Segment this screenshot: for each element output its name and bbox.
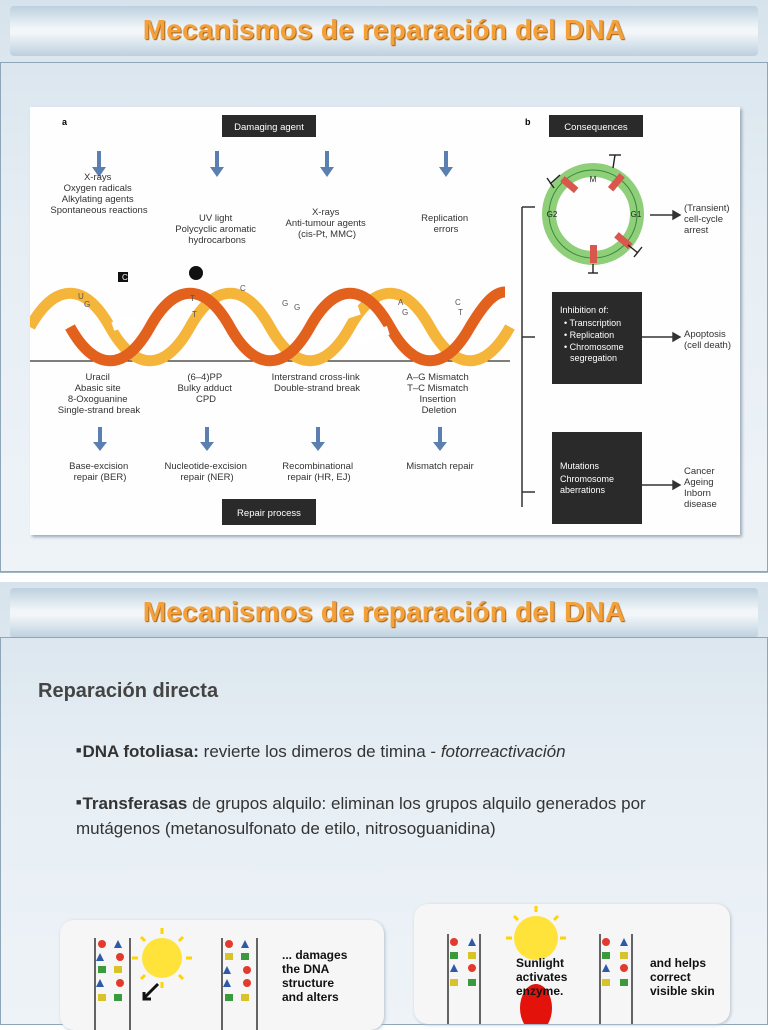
- dna-ladder-illustration: [94, 928, 258, 1030]
- slide-1: Mecanismos de reparación del DNA a b Dam…: [0, 0, 768, 573]
- damaging-agent-label: Damaging agent: [234, 122, 304, 133]
- bracket: [521, 206, 535, 507]
- dna-damage-figure: a b Damaging agent Consequences X-rays O…: [30, 107, 740, 535]
- repair-group-4: Mismatch repair: [406, 461, 474, 472]
- svg-text:C: C: [122, 273, 128, 282]
- photolyase-illustration: [447, 906, 633, 1024]
- dna-strand-orange: [65, 286, 506, 367]
- agent-group-2: UV light Polycyclic aromatic hydrocarbon…: [175, 213, 258, 246]
- title-bar: [10, 588, 758, 638]
- arrow-down-icon: [210, 151, 224, 177]
- slide-title: Mecanismos de reparación del DNA: [142, 14, 626, 45]
- panel2-caption-a: Sunlight activates enzyme.: [516, 956, 568, 998]
- inhibition-box: [552, 292, 642, 384]
- svg-text:C: C: [240, 284, 246, 293]
- bullet-marker-icon: ■: [76, 797, 82, 807]
- arrow-down-icon: [92, 151, 106, 177]
- adduct-marker: [189, 266, 203, 280]
- slide-title: Mecanismos de reparación del DNA: [142, 596, 626, 627]
- svg-text:A: A: [398, 298, 404, 307]
- arrow-down-icon: [311, 427, 325, 451]
- agent-group-1: X-rays Oxygen radicals Alkylating agents…: [50, 172, 147, 216]
- arrow-down-icon: [93, 427, 107, 451]
- cell-cycle-diagram: M G1 S G2: [542, 154, 644, 274]
- inhibition-text: Inhibition of: • Transcription • Replica…: [560, 305, 626, 363]
- svg-text:G: G: [294, 303, 300, 312]
- lesion-group-1: Uracil Abasic site 8-Oxoguanine Single-s…: [58, 372, 141, 416]
- repair-process-label: Repair process: [237, 508, 301, 519]
- agent-group-4: Replication errors: [421, 213, 471, 235]
- lesion-group-2: (6–4)PP Bulky adduct CPD: [177, 372, 234, 405]
- svg-text:G2: G2: [547, 210, 558, 219]
- sun-icon: [506, 906, 566, 960]
- bullet-photolyase: ■DNA fotoliasa: revierte los dimeros de …: [76, 742, 566, 761]
- slide-2: Mecanismos de reparación del DNA Reparac…: [0, 582, 768, 1030]
- sun-icon: [132, 928, 192, 988]
- illustration-panel-1: ... damages the DNA structure and alters: [60, 920, 384, 1030]
- repair-arrows: [93, 427, 447, 451]
- svg-text:M: M: [590, 175, 597, 184]
- svg-text:G: G: [84, 300, 90, 309]
- panel-a-label: a: [62, 117, 68, 127]
- damaging-agent-box: [222, 115, 316, 137]
- enzyme-shape: [520, 984, 552, 1024]
- lesion-marker: [118, 272, 128, 282]
- lesion-group-4: A–G Mismatch T–C Mismatch Insertion Dele…: [407, 372, 472, 416]
- svg-text:T: T: [190, 294, 195, 303]
- arrow-down-icon: [439, 151, 453, 177]
- svg-text:U: U: [78, 292, 84, 301]
- svg-text:T: T: [458, 308, 463, 317]
- svg-text:T: T: [192, 310, 197, 319]
- agent-arrows: [92, 151, 453, 177]
- panel1-caption: ... damages the DNA structure and alters: [282, 948, 348, 1004]
- outcome-apoptosis: Apoptosis (cell death): [684, 329, 731, 351]
- repair-group-3: Recombinational repair (HR, EJ): [282, 461, 355, 483]
- title-bar: [10, 6, 758, 56]
- repair-process-box: [222, 499, 316, 525]
- consequences-label: Consequences: [564, 122, 628, 133]
- svg-text:G1: G1: [631, 210, 642, 219]
- dna-helix: U G C T T C G G A G C T: [30, 266, 515, 367]
- arrow-down-icon: [433, 427, 447, 451]
- repair-group-2: Nucleotide-excision repair (NER): [164, 461, 249, 483]
- repair-group-1: Base-excision repair (BER): [69, 461, 131, 483]
- bullet-transferases: ■Transferasas de grupos alquilo: elimina…: [76, 794, 646, 838]
- outcome-disease: Cancer Ageing Inborn disease: [684, 466, 717, 510]
- consequences-box: [549, 115, 643, 137]
- panel2-caption-b: and helps correct visible skin: [650, 956, 715, 998]
- illustration-panel-2: Sunlight activates enzyme. and helps cor…: [414, 904, 730, 1024]
- lesion-group-3: Interstrand cross-link Double-strand bre…: [272, 372, 363, 394]
- panel-b-label: b: [525, 117, 531, 127]
- bullet-marker-icon: ■: [76, 745, 82, 755]
- agent-group-3: X-rays Anti-tumour agents (cis-Pt, MMC): [286, 207, 369, 240]
- mutations-box: [552, 432, 642, 524]
- svg-text:G: G: [402, 308, 408, 317]
- outcome-arrows: [642, 209, 682, 491]
- arrow-icon: [142, 982, 160, 1001]
- svg-text:C: C: [455, 298, 461, 307]
- arrow-down-icon: [320, 151, 334, 177]
- svg-text:G: G: [282, 299, 288, 308]
- arrow-down-icon: [200, 427, 214, 451]
- dna-strand-yellow: [30, 287, 515, 367]
- outcome-arrest: (Transient) cell-cycle arrest: [684, 203, 732, 236]
- section-heading: Reparación directa: [38, 680, 219, 702]
- mutations-text: Mutations Chromosome aberrations: [560, 461, 617, 495]
